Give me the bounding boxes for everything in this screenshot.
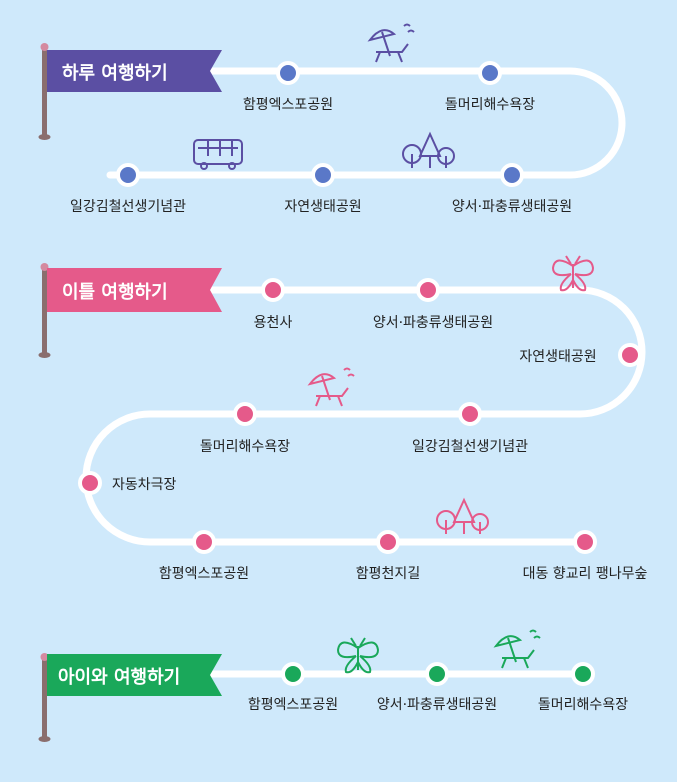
- stop-dot: [425, 662, 449, 686]
- stop-dot: [233, 402, 257, 426]
- stop-dot: [571, 662, 595, 686]
- beach-chair-icon: [307, 367, 355, 407]
- route-3-dots: [281, 662, 595, 686]
- bus-icon: [193, 139, 243, 170]
- butterfly-icon: [336, 637, 380, 674]
- stop-dot: [311, 163, 335, 187]
- stop-label: 용천사: [253, 315, 293, 331]
- stop-label: 돌머리해수욕장: [199, 439, 291, 455]
- stop-label: 함평천지길: [355, 566, 421, 582]
- stop-label: 함평엑스포공원: [247, 697, 339, 713]
- stop-label: 자동차극장: [112, 477, 177, 493]
- stop-dot: [281, 662, 305, 686]
- stop-label: 대동 향교리 팽나무숲: [522, 566, 648, 582]
- stop-dot: [192, 530, 216, 554]
- stop-dot: [478, 61, 502, 85]
- beach-chair-icon: [493, 629, 541, 669]
- trees-icon: [402, 131, 455, 168]
- stop-dot: [116, 163, 140, 187]
- stop-label: 함평엑스포공원: [158, 566, 250, 582]
- stop-dot: [376, 530, 400, 554]
- stop-dot: [618, 343, 642, 367]
- stop-dot: [276, 61, 300, 85]
- flag-route-2: [47, 268, 222, 312]
- stop-dot: [78, 471, 102, 495]
- beach-chair-icon: [367, 23, 415, 63]
- route-1-title: 하루 여행하기: [62, 63, 168, 84]
- stop-label: 함평엑스포공원: [242, 97, 334, 113]
- trees-icon: [436, 497, 489, 534]
- stop-label: 양서·파충류생태공원: [376, 697, 498, 713]
- stop-label: 일강김철선생기념관: [412, 439, 528, 455]
- flag-poles: [38, 43, 51, 742]
- flag-route-3: [47, 654, 222, 696]
- stop-dot: [500, 163, 524, 187]
- stop-dot: [458, 402, 482, 426]
- stop-dot: [261, 278, 285, 302]
- route-3-title: 아이와 여행하기: [58, 667, 181, 688]
- route-2-title: 이틀 여행하기: [62, 282, 168, 303]
- stop-label: 돌머리해수욕장: [537, 697, 629, 713]
- stop-label: 자연생태공원: [284, 199, 362, 215]
- flag-route-1: [47, 50, 222, 92]
- stop-dot: [573, 530, 597, 554]
- route-2-dots: [78, 278, 642, 554]
- stop-label: 양서·파충류생태공원: [451, 199, 573, 215]
- stop-label: 돌머리해수욕장: [444, 97, 536, 113]
- stop-label: 양서·파충류생태공원: [372, 315, 494, 331]
- butterfly-icon: [551, 255, 595, 292]
- stop-label: 일강김철선생기념관: [70, 199, 186, 215]
- stop-dot: [416, 278, 440, 302]
- route-1-road: [106, 67, 626, 179]
- route-2-road: [82, 286, 646, 546]
- route-1-dots: [116, 61, 524, 187]
- stop-label: 자연생태공원: [519, 349, 597, 365]
